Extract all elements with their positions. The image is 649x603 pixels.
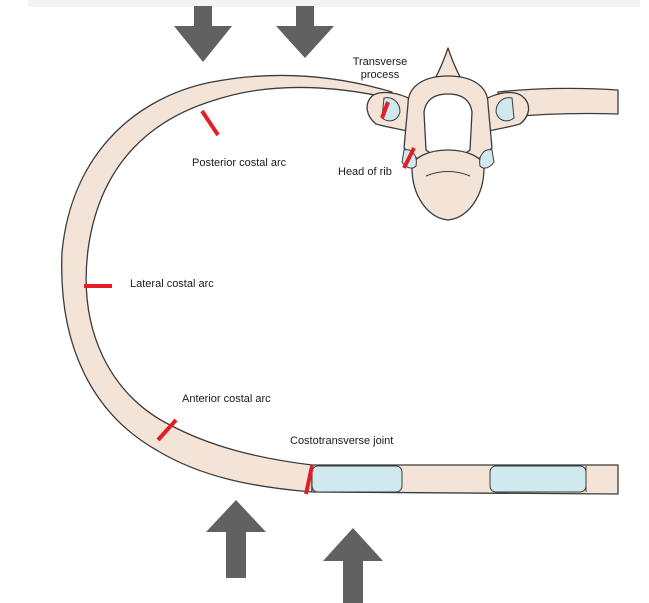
label-lateral-costal-arc: Lateral costal arc	[130, 278, 214, 290]
label-transverse-line1: Transverse	[353, 56, 408, 68]
arrow-down-left-icon	[174, 6, 232, 62]
label-anterior-costal-arc: Anterior costal arc	[182, 393, 271, 405]
label-posterior-costal-arc: Posterior costal arc	[192, 157, 287, 169]
costal-cartilage-2	[490, 466, 586, 492]
label-transverse-line2: process	[361, 69, 400, 81]
arrow-up-right-icon	[323, 528, 383, 603]
posterior-arc-marker	[202, 111, 218, 135]
label-head-of-rib: Head of rib	[338, 166, 392, 178]
arrow-down-right-icon	[276, 6, 334, 58]
costal-cartilage-1	[312, 466, 402, 492]
label-costotransverse-joint: Costotransverse joint	[290, 435, 393, 447]
arrow-up-left-icon	[206, 500, 266, 578]
